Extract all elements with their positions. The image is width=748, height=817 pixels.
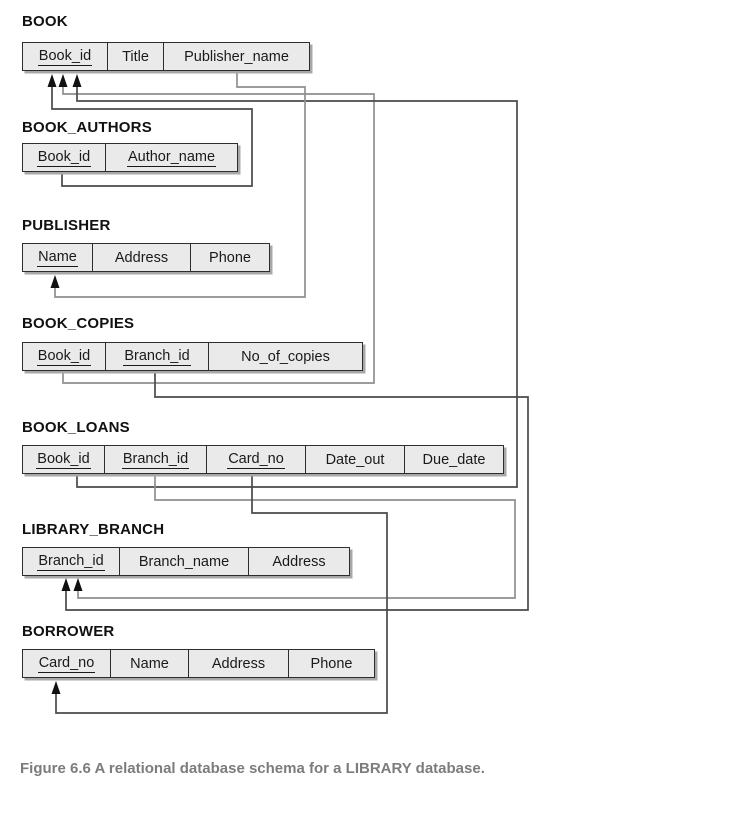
primary-key-attribute: Book_id: [36, 148, 92, 167]
attribute-cell-book-publisher_name: Publisher_name: [164, 43, 309, 70]
table-title-book-loans: BOOK_LOANS: [22, 419, 130, 436]
primary-key-attribute: Book_id: [36, 347, 92, 366]
attribute-cell-book-title: Title: [108, 43, 164, 70]
attribute-cell-book-copies-no_of_copies: No_of_copies: [209, 343, 362, 370]
attribute-cell-library-branch-branch_name: Branch_name: [120, 548, 249, 575]
fk-line-authors-bookid: [51, 79, 253, 187]
fk-arrowhead-copies-bookid: [58, 74, 68, 87]
fk-line-publisher-name: [54, 72, 306, 298]
figure-caption: Figure 6.6 A relational database schema …: [20, 760, 485, 777]
attribute-cell-book-loans-book_id: Book_id: [23, 446, 105, 473]
attribute-cell-book-authors-author_name: Author_name: [106, 144, 237, 171]
attribute-cell-borrower-phone: Phone: [289, 650, 374, 677]
fk-line-copies-branchid: [65, 372, 529, 611]
fk-arrowhead-copies-branchid: [61, 578, 71, 591]
attribute-cell-borrower-address: Address: [189, 650, 289, 677]
attribute-cell-borrower-name: Name: [111, 650, 189, 677]
fk-arrowhead-publisher-name: [50, 275, 60, 288]
primary-key-attribute: Book_id: [36, 450, 91, 469]
attribute-cell-book-loans-due_date: Due_date: [405, 446, 503, 473]
attribute-cell-book-authors-book_id: Book_id: [23, 144, 106, 171]
attribute-cell-book-loans-branch_id: Branch_id: [105, 446, 207, 473]
table-title-book-authors: BOOK_AUTHORS: [22, 119, 152, 136]
attribute-cell-book-copies-book_id: Book_id: [23, 343, 106, 370]
table-title-book-copies: BOOK_COPIES: [22, 315, 135, 332]
attribute-cell-book-book_id: Book_id: [23, 43, 108, 70]
primary-key-attribute: Branch_id: [121, 450, 190, 469]
primary-key-attribute: Branch_id: [37, 552, 105, 571]
primary-key-attribute: Branch_id: [123, 347, 191, 366]
attribute-cell-book-loans-date_out: Date_out: [306, 446, 405, 473]
fk-line-loans-bookid: [76, 79, 518, 488]
attribute-cell-book-copies-branch_id: Branch_id: [106, 343, 209, 370]
fk-arrowhead-loans-branchid: [73, 578, 83, 591]
primary-key-attribute: Book_id: [37, 47, 93, 66]
attribute-cell-publisher-phone: Phone: [191, 244, 269, 271]
primary-key-attribute: Card_no: [37, 654, 96, 673]
fk-line-borrower-cardno: [55, 474, 388, 714]
primary-key-attribute: Card_no: [227, 450, 285, 469]
attribute-cell-borrower-card_no: Card_no: [23, 650, 111, 677]
attribute-cell-book-loans-card_no: Card_no: [207, 446, 306, 473]
fk-arrowhead-borrower-cardno: [51, 681, 61, 694]
attribute-cell-publisher-address: Address: [93, 244, 191, 271]
fk-line-copies-bookid: [62, 79, 375, 384]
table-book-copies: Book_id Branch_id No_of_copies: [22, 342, 363, 371]
attribute-cell-publisher-name: Name: [23, 244, 93, 271]
table-title-borrower: BORROWER: [22, 623, 115, 640]
fk-arrowhead-authors-bookid: [47, 74, 57, 87]
fk-arrowhead-loans-bookid: [72, 74, 82, 87]
attribute-cell-library-branch-address: Address: [249, 548, 349, 575]
primary-key-attribute: Name: [37, 248, 78, 267]
fk-line-loans-branchid: [77, 474, 516, 599]
attribute-cell-library-branch-branch_id: Branch_id: [23, 548, 120, 575]
primary-key-attribute: Author_name: [126, 148, 217, 167]
table-book-authors: Book_id Author_name: [22, 143, 238, 172]
table-title-book: BOOK: [22, 13, 68, 30]
table-title-library-branch: LIBRARY_BRANCH: [22, 521, 165, 538]
table-title-publisher: PUBLISHER: [22, 217, 111, 234]
